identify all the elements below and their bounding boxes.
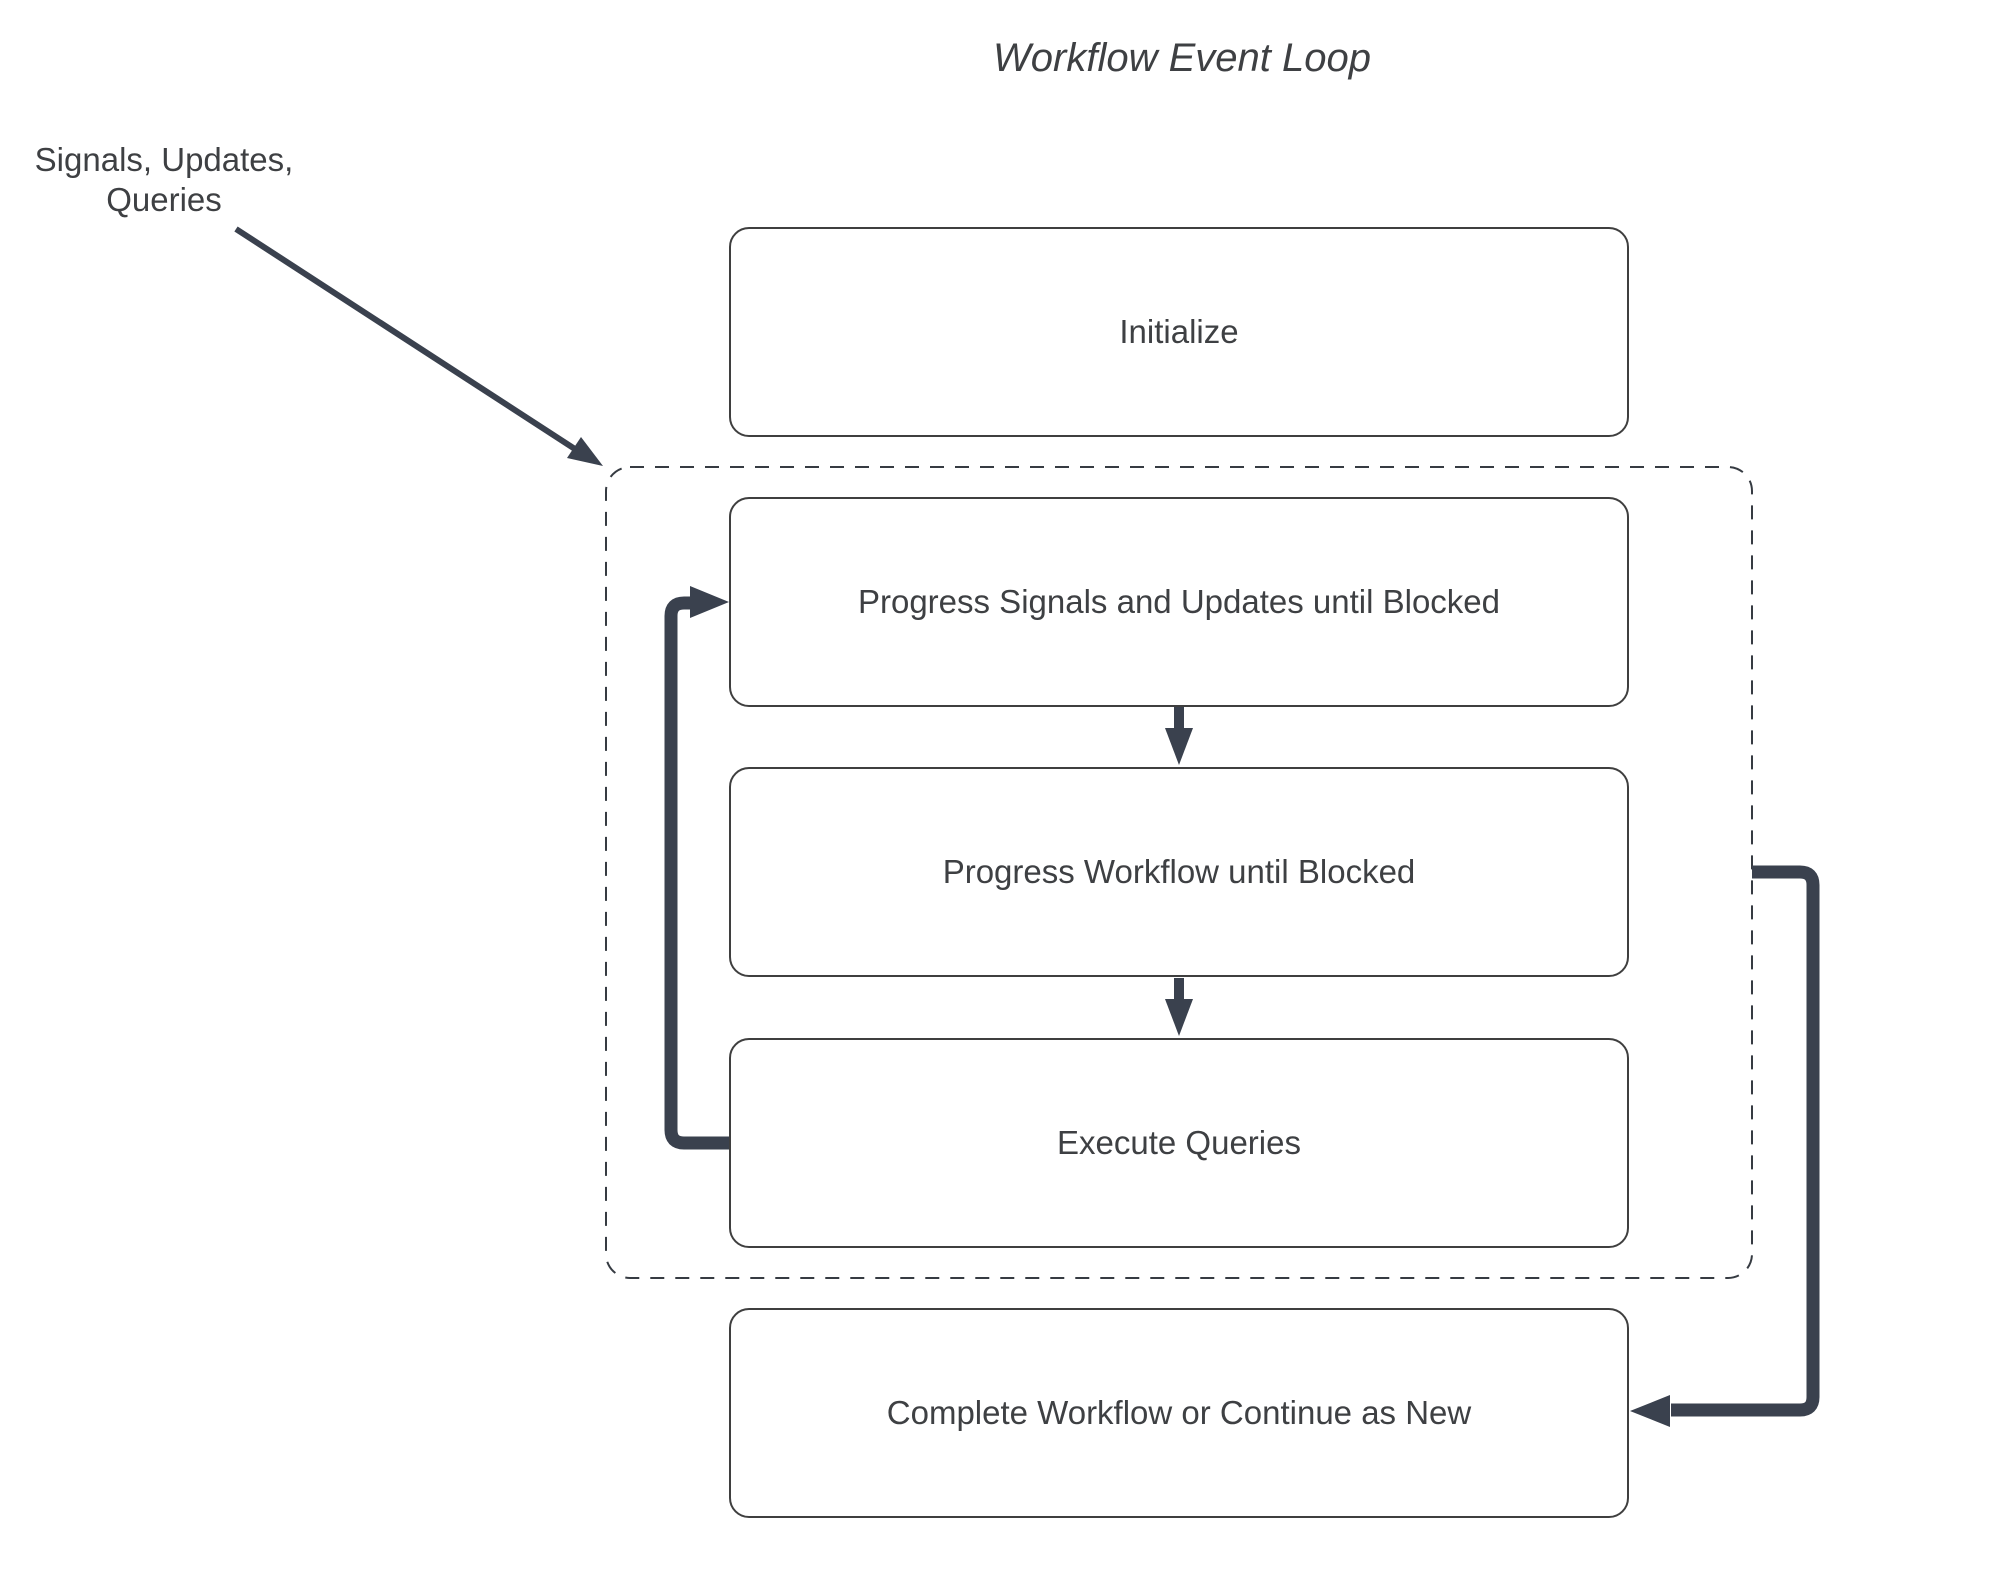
signals-updates-queries-label-line2: Queries [106, 181, 222, 218]
edge-workflow-to-queries-arrow [1165, 978, 1193, 1036]
node-progress-workflow: Progress Workflow until Blocked [729, 767, 1629, 977]
node-complete-workflow: Complete Workflow or Continue as New [729, 1308, 1629, 1518]
signals-updates-queries-label-line1: Signals, Updates, [34, 141, 294, 178]
node-initialize-label: Initialize [1119, 313, 1239, 350]
signals-updates-queries-label: Signals, Updates, Queries [14, 140, 314, 220]
edge-exit-to-complete-arrow [1630, 865, 1820, 1427]
edge-signals-to-container-arrow [234, 226, 603, 466]
node-progress-signals-and-updates: Progress Signals and Updates until Block… [729, 497, 1629, 707]
diagram-title: Workflow Event Loop [993, 36, 1371, 80]
edge-signals-to-workflow-arrow [1165, 707, 1193, 765]
node-execute-queries: Execute Queries [729, 1038, 1629, 1248]
node-progress-workflow-label: Progress Workflow until Blocked [942, 853, 1416, 890]
edge-loop-back-arrow [664, 586, 729, 1150]
node-initialize: Initialize [729, 227, 1629, 437]
node-progress-signals-and-updates-label: Progress Signals and Updates until Block… [857, 583, 1501, 620]
node-complete-workflow-label: Complete Workflow or Continue as New [886, 1394, 1472, 1431]
node-execute-queries-label: Execute Queries [1057, 1124, 1301, 1161]
